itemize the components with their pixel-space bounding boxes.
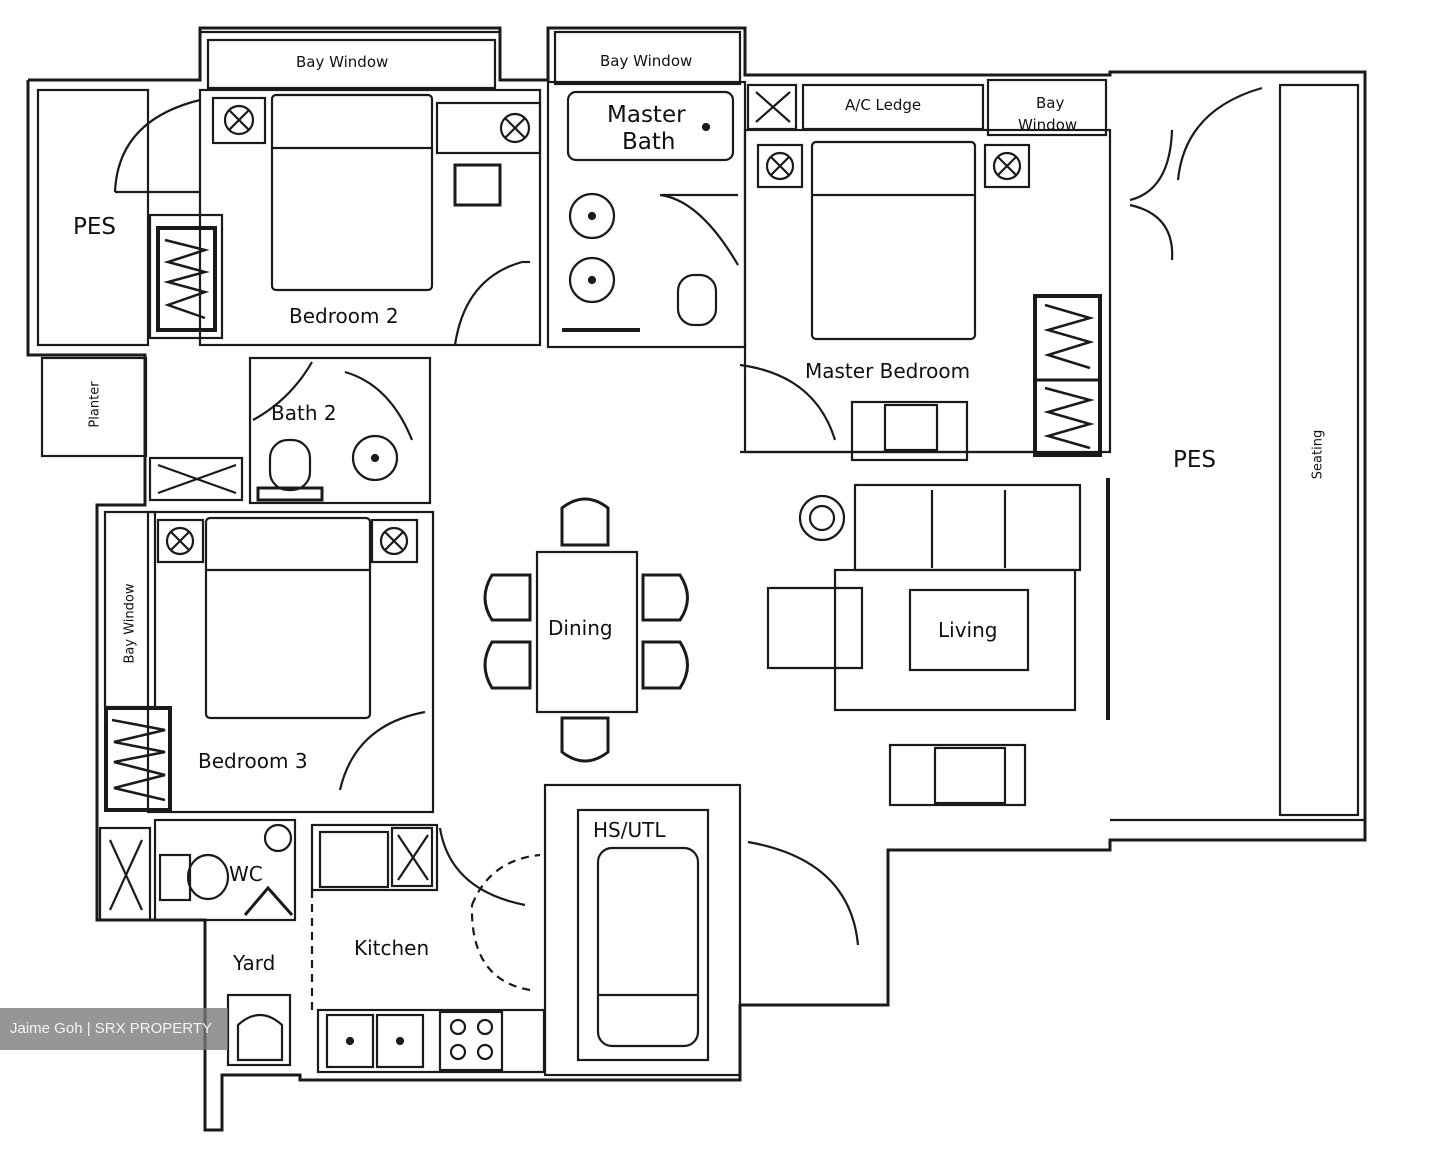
bay-window-bedroom2-label: Bay Window bbox=[296, 53, 389, 71]
bay-window-master-label-line2: Window bbox=[1018, 116, 1078, 134]
living-room bbox=[747, 478, 1110, 946]
master-bath-label-line1: Master bbox=[607, 102, 686, 128]
pes-right-area bbox=[1110, 83, 1365, 822]
wc-room bbox=[98, 818, 297, 922]
bedroom2-room bbox=[148, 88, 542, 347]
bedroom3-label: Bedroom 3 bbox=[198, 749, 308, 773]
wc-label: WC bbox=[229, 862, 263, 886]
bath2-room bbox=[148, 356, 432, 505]
planter-area bbox=[40, 356, 148, 458]
pes-right-label: PES bbox=[1173, 447, 1217, 473]
watermark: Jaime Goh | SRX PROPERTY bbox=[0, 1008, 228, 1050]
pes-left-label: PES bbox=[73, 214, 117, 240]
master-bedroom-label: Master Bedroom bbox=[805, 359, 971, 383]
yard-label: Yard bbox=[233, 951, 276, 975]
outer-walls bbox=[26, 26, 1367, 1132]
bay-window-bedroom2 bbox=[200, 30, 500, 90]
bay-window-master-label-line1: Bay bbox=[1036, 94, 1065, 112]
hs-utl-label: HS/UTL bbox=[593, 818, 666, 842]
planter-label: Planter bbox=[87, 381, 103, 428]
ac-ledge-label: A/C Ledge bbox=[845, 96, 922, 114]
dining-area bbox=[483, 497, 689, 763]
master-bedroom-room bbox=[739, 128, 1112, 462]
master-bath-room bbox=[546, 30, 798, 349]
bath2-label: Bath 2 bbox=[271, 401, 337, 425]
bedroom3-room bbox=[104, 510, 435, 814]
kitchen-room bbox=[310, 823, 546, 1074]
kitchen-label: Kitchen bbox=[354, 936, 430, 960]
seating-label: Seating bbox=[1310, 429, 1326, 480]
bay-window-bedroom3-label: Bay Window bbox=[122, 583, 138, 664]
living-label: Living bbox=[938, 618, 998, 642]
pes-left-area bbox=[36, 88, 201, 347]
dining-label: Dining bbox=[548, 616, 613, 640]
yard-area bbox=[226, 993, 292, 1067]
bedroom2-label: Bedroom 2 bbox=[289, 304, 399, 328]
master-bath-label-line2: Bath bbox=[622, 129, 676, 155]
hs-utl-room bbox=[543, 783, 742, 1077]
bay-window-master-bath-label: Bay Window bbox=[600, 52, 693, 70]
